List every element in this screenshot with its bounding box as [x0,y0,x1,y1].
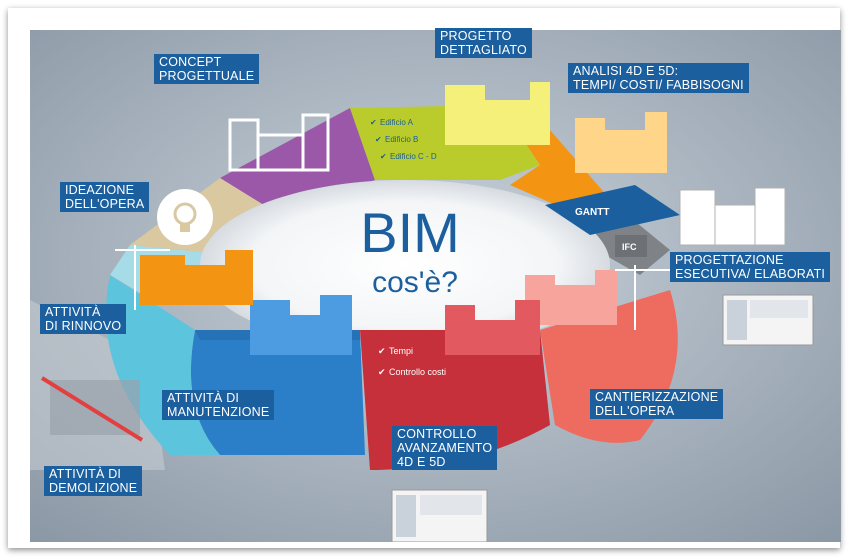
center-title: BIM [360,201,460,264]
progetto-checklist: ✔ Edificio A ✔ Edificio B ✔ Edificio C -… [370,118,437,161]
manutenzione-building-icon [250,295,352,355]
lightbulb-icon [157,189,213,245]
demolizione-building-icon [40,376,144,442]
esecutiva-thumbnail [722,294,814,346]
ifc-label: IFC [622,242,637,252]
checklist-item: Tempi [389,346,413,356]
center-subtitle: cos'è? [372,266,458,299]
check-icon: ✔ [378,346,386,356]
segment-manutenzione [190,330,365,455]
ifc-file-icon: IFC [615,235,647,257]
check-icon: ✔ [375,135,382,144]
controllo-checklist: ✔ Tempi ✔ Controllo costi [378,346,446,377]
checklist-item: Controllo costi [389,367,446,377]
esecutiva-building-icon [679,187,786,246]
diagram-canvas: BIM cos'è? GANTT IFC [30,28,841,543]
checklist-item: Edificio C - D [390,152,437,161]
bim-lifecycle-diagram: BIM cos'è? GANTT IFC [30,30,841,543]
concept-building-icon [228,113,330,172]
check-icon: ✔ [370,118,377,127]
check-icon: ✔ [380,152,387,161]
checklist-item: Edificio A [380,118,414,127]
controllo-building-icon [445,300,540,355]
controllo-thumbnail [391,489,488,543]
gantt-chart-icon: GANTT [545,185,680,235]
analisi-building-icon [575,112,667,173]
progetto-building-icon [445,82,550,145]
rinnovo-building-icon [115,245,253,310]
image-frame: BIM cos'è? GANTT IFC [8,8,841,548]
gantt-label: GANTT [575,207,609,218]
center-plate [200,180,610,350]
check-icon: ✔ [378,367,386,377]
label-analisi: ANALISI 4D E 5D:TEMPI/ COSTI/ FABBISOGNI [568,63,749,93]
checklist-item: Edificio B [385,135,418,144]
